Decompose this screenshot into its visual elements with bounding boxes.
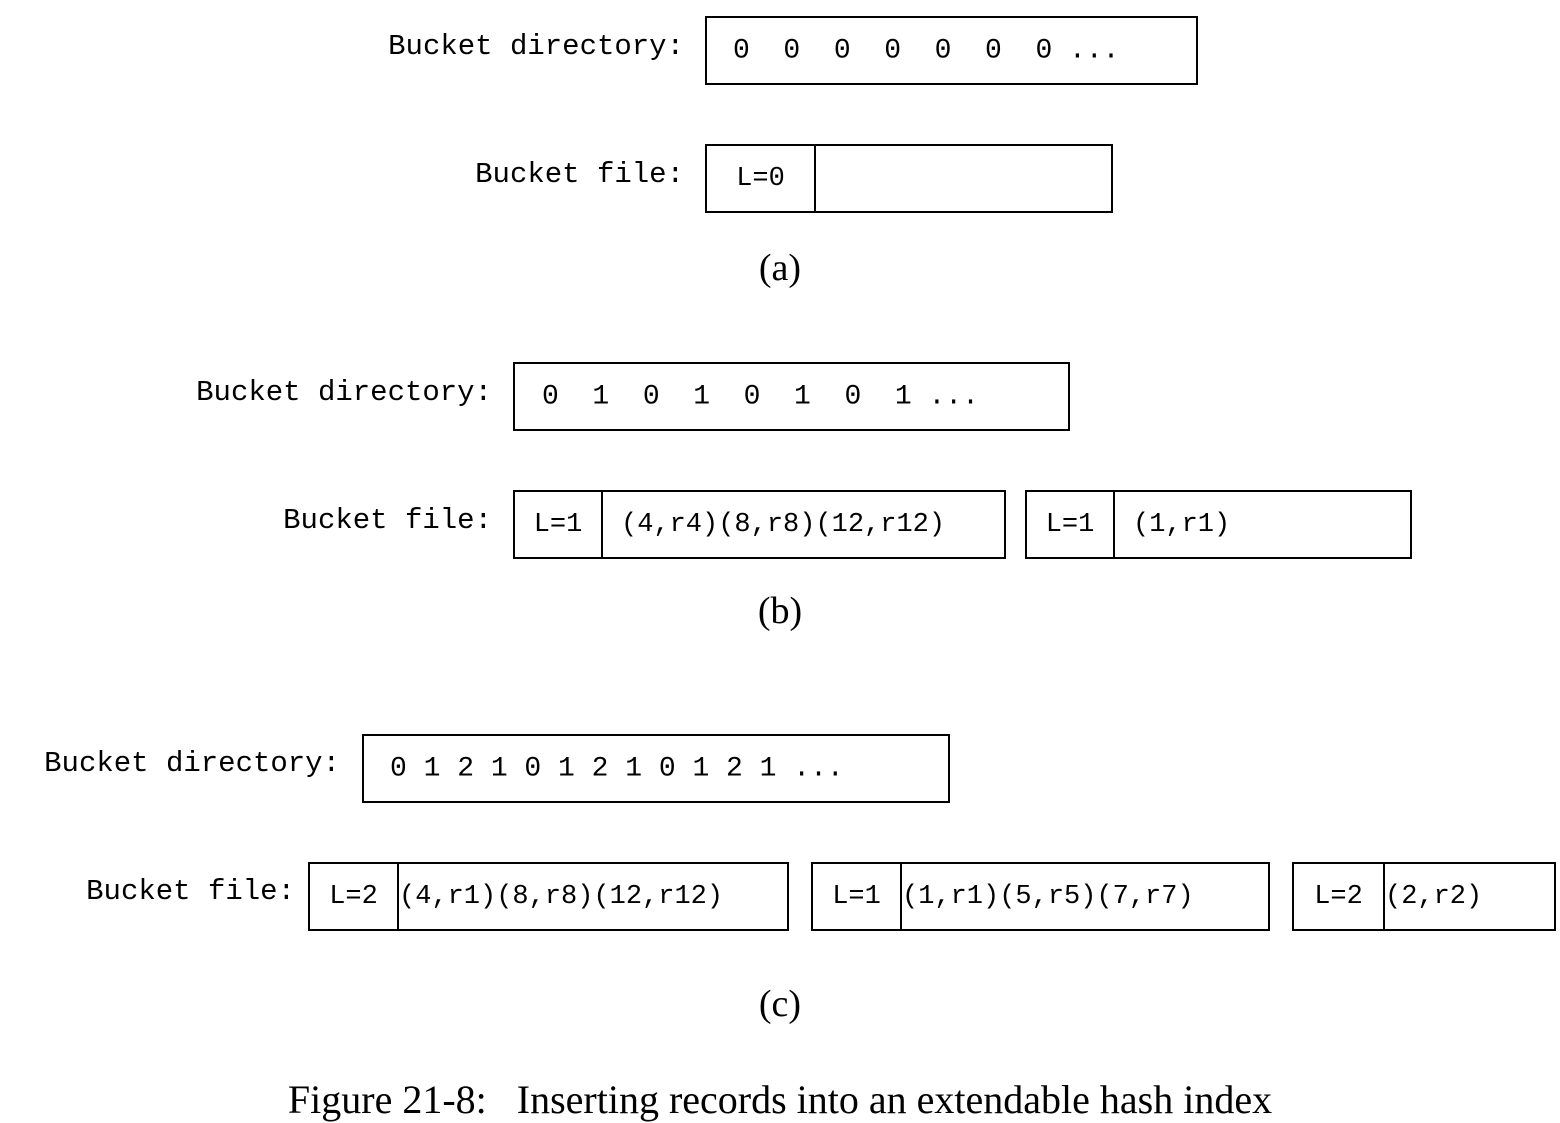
bucket-directory-label-b: Bucket directory: (196, 376, 492, 409)
bucket-b-2: L=1 (1,r1) (1025, 490, 1412, 559)
bucket-level: L=0 (707, 146, 816, 211)
bucket-b-1: L=1 (4,r4)(8,r8)(12,r12) (513, 490, 1006, 559)
bucket-records: (4,r4)(8,r8)(12,r12) (621, 509, 946, 540)
bucket-file-label-b: Bucket file: (283, 504, 492, 537)
bucket-directory-a: 0 0 0 0 0 0 0 ... (705, 16, 1198, 85)
bucket-c-3: L=2 (2,r2) (1292, 862, 1556, 931)
bucket-level: L=1 (813, 864, 902, 929)
bucket-records: (1,r1)(5,r5)(7,r7) (902, 881, 1194, 912)
part-label-c: (c) (758, 983, 802, 1025)
bucket-records: (2,r2) (1385, 881, 1483, 912)
figure-caption: Figure 21-8: Inserting records into an e… (287, 1077, 1273, 1122)
bucket-c-2: L=1 (1,r1)(5,r5)(7,r7) (811, 862, 1270, 931)
bucket-directory-label-c: Bucket directory: (44, 747, 340, 780)
bucket-file-label-c: Bucket file: (86, 875, 295, 908)
bucket-level: L=2 (1294, 864, 1385, 929)
bucket-a-1: L=0 (705, 144, 1113, 213)
bucket-records: (4,r1)(8,r8)(12,r12) (399, 881, 724, 912)
part-label-a: (a) (758, 247, 802, 289)
bucket-directory-c: 0 1 2 1 0 1 2 1 0 1 2 1 ... (362, 734, 950, 803)
directory-values-a: 0 0 0 0 0 0 0 ... (733, 35, 1120, 66)
part-label-b: (b) (757, 590, 803, 632)
bucket-level: L=1 (515, 492, 603, 557)
bucket-directory-label-a: Bucket directory: (388, 30, 684, 63)
bucket-file-label-a: Bucket file: (475, 158, 684, 191)
bucket-level: L=2 (310, 864, 399, 929)
bucket-directory-b: 0 1 0 1 0 1 0 1 ... (513, 362, 1070, 431)
bucket-records: (1,r1) (1133, 509, 1231, 540)
bucket-c-1: L=2 (4,r1)(8,r8)(12,r12) (308, 862, 789, 931)
directory-values-c: 0 1 2 1 0 1 2 1 0 1 2 1 ... (390, 753, 844, 784)
directory-values-b: 0 1 0 1 0 1 0 1 ... (542, 381, 979, 412)
bucket-level: L=1 (1027, 492, 1115, 557)
